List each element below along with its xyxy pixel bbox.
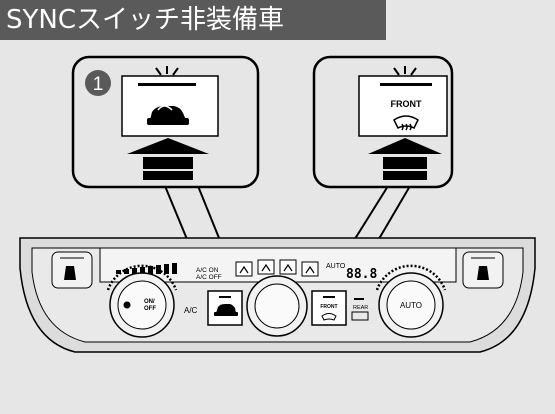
page-title: SYNCスイッチ非装備車 <box>0 0 386 40</box>
fan-icon <box>123 301 131 309</box>
press-arrow <box>127 138 209 180</box>
svg-text:OFF: OFF <box>144 306 156 312</box>
front-defrost-button[interactable]: FRONT <box>311 290 347 326</box>
temperature-display: 88.8 <box>346 267 377 282</box>
seat-heater-right <box>462 251 504 289</box>
recirculation-button[interactable] <box>207 290 243 326</box>
recirculation-car-icon <box>147 105 189 125</box>
callout-left: 1 <box>71 55 260 291</box>
seat-heater-icon <box>477 266 489 280</box>
ac-button-label[interactable]: A/C <box>184 306 198 315</box>
seat-heater-left <box>51 251 93 289</box>
front-defrost-label: FRONT <box>391 99 422 109</box>
recirculation-car-icon <box>216 304 236 313</box>
auto-button-label: AUTO <box>400 301 422 310</box>
mode-knob[interactable] <box>246 275 308 337</box>
front-defrost-icon <box>393 115 419 131</box>
press-arrow <box>368 138 442 180</box>
fan-knob[interactable]: ON/ OFF <box>106 264 178 338</box>
indicator-light-icon <box>155 66 179 76</box>
front-defrost-icon <box>321 313 337 321</box>
callout-number: 1 <box>93 74 104 95</box>
callout-number-badge <box>85 70 111 96</box>
seat-heater-icon <box>64 266 76 280</box>
temperature-knob[interactable]: AUTO <box>375 264 447 338</box>
svg-text:ON/: ON/ <box>144 299 155 305</box>
rear-button-label: REAR <box>353 305 368 311</box>
rear-defrost-icon <box>351 311 369 321</box>
airflow-mode-icons <box>235 259 319 277</box>
front-button-label: FRONT <box>320 304 337 310</box>
auto-indicator: AUTO <box>326 263 346 270</box>
indicator-light-icon <box>393 66 417 76</box>
rear-defrost-button[interactable]: REAR <box>351 298 369 321</box>
